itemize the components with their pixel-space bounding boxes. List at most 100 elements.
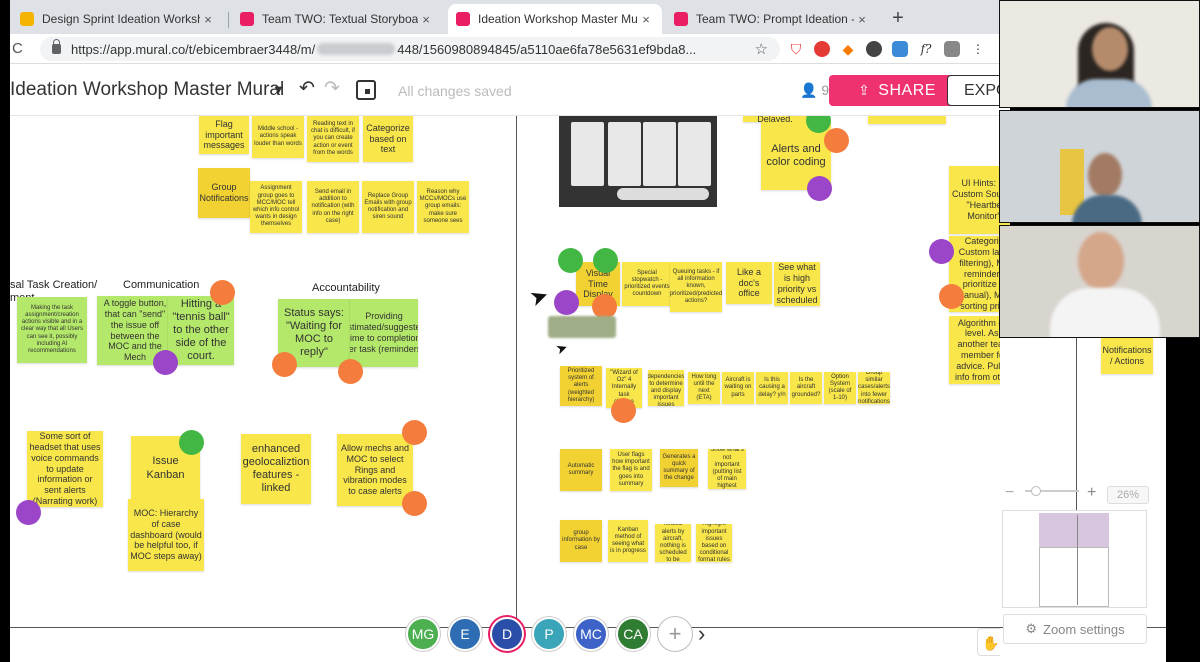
sticky-note[interactable]: MOC: Hierarchy of case dashboard (would … — [128, 499, 204, 571]
vote-dot[interactable] — [272, 352, 297, 377]
share-button[interactable]: ⇪ SHARE — [829, 75, 965, 106]
zoom-slider-handle[interactable] — [1031, 486, 1041, 496]
sticky-note[interactable]: Assignment group goes to MCC/MOC tell wh… — [250, 181, 302, 233]
circle-extension-icon[interactable] — [866, 41, 882, 57]
sticky-note[interactable] — [868, 116, 946, 124]
sticky-note[interactable]: Some sort of headset that uses voice com… — [27, 431, 103, 507]
sticky-note[interactable]: Automatic summary — [560, 449, 602, 491]
member-count[interactable]: 👤 9 — [800, 82, 829, 99]
new-tab-button[interactable]: + — [892, 7, 904, 29]
bookmark-star-icon[interactable]: ☆ — [754, 41, 768, 58]
vote-dot[interactable] — [402, 420, 427, 445]
sticky-note[interactable]: Option System (scale of 1-10) — [824, 372, 856, 404]
undo-icon[interactable]: ↶ — [299, 78, 315, 99]
chevron-right-icon[interactable]: › — [698, 621, 706, 646]
sticky-note[interactable]: Making the task assignment/creation acti… — [17, 297, 87, 363]
shield-extension-icon[interactable]: ⛉ — [790, 41, 802, 57]
avatar[interactable]: D — [490, 617, 524, 651]
sticky-note[interactable]: Queuing tasks - if all information known… — [670, 262, 722, 312]
avatar[interactable]: P — [532, 617, 566, 651]
zoom-level[interactable]: 26% — [1107, 486, 1149, 504]
sticky-note[interactable]: Highlight important issues based on cond… — [696, 524, 732, 562]
sticky-note[interactable]: Notifications / Actions — [1101, 338, 1153, 374]
tab-design-sprint[interactable]: Design Sprint Ideation Worksh × — [12, 4, 224, 34]
sticky-note[interactable]: Delayed. — [743, 116, 807, 122]
board-title[interactable]: Ideation Workshop Master Mural — [10, 79, 285, 100]
video-tile[interactable] — [999, 225, 1200, 338]
close-icon[interactable]: × — [858, 11, 866, 27]
vote-dot[interactable] — [338, 359, 363, 384]
sticky-note[interactable]: Is this causing a delay? y/n — [756, 372, 788, 404]
zoom-in-button[interactable]: + — [1087, 484, 1097, 501]
sticky-note[interactable]: Recommend Algorithm diff level. Ask anot… — [949, 316, 1010, 384]
sticky-note[interactable]: Replace Group Emails with group notifica… — [362, 181, 414, 233]
sticky-note[interactable]: Generates a quick summary of the change — [660, 449, 698, 487]
sticky-note[interactable]: Like a doc's office — [726, 262, 772, 304]
vote-dot[interactable] — [153, 350, 178, 375]
close-icon[interactable]: × — [204, 11, 212, 27]
vote-dot[interactable] — [929, 239, 954, 264]
vote-dot[interactable] — [16, 500, 41, 525]
sticky-note[interactable]: Kanban method of seeing what is in progr… — [608, 520, 648, 562]
video-tile[interactable] — [999, 110, 1200, 223]
sticky-note[interactable]: Show what's not important (putting list … — [708, 449, 746, 489]
vote-dot[interactable] — [210, 280, 235, 305]
tab-ideation-workshop[interactable]: Ideation Workshop Master Mu × — [448, 4, 662, 34]
board-photo[interactable] — [559, 116, 717, 207]
sticky-note[interactable]: Reading text in chat is difficult, if yo… — [307, 116, 359, 162]
outline-icon[interactable] — [356, 80, 376, 100]
zoom-slider[interactable] — [1025, 490, 1079, 492]
video-tile[interactable] — [999, 0, 1200, 108]
sticky-note[interactable]: See what is high priority vs scheduled — [774, 262, 820, 306]
chevron-down-icon[interactable]: ▼ — [272, 82, 285, 97]
sticky-note[interactable]: Providing estimated/suggested time to co… — [350, 299, 418, 367]
sticky-note[interactable]: Flag important messages — [199, 116, 249, 154]
menu-dots-icon[interactable]: ⋮ — [972, 42, 984, 56]
sticky-note[interactable]: Aircraft is waiting on parts — [722, 372, 754, 404]
sticky-note[interactable]: Hitting a "tennis ball" to the other sid… — [168, 296, 234, 365]
vote-dot[interactable] — [806, 116, 831, 133]
sticky-note[interactable]: Categorize based on text — [363, 116, 413, 162]
sticky-note[interactable]: group information by case — [560, 520, 602, 562]
sticky-note[interactable]: Allow mechs and MOC to select Rings and … — [337, 434, 413, 506]
avatar[interactable]: E — [448, 617, 482, 651]
sticky-note[interactable]: Group similar cases/alerts into fewer no… — [858, 372, 890, 404]
avatar[interactable]: CA — [616, 617, 650, 651]
window-extension-icon[interactable] — [892, 41, 908, 57]
vote-dot[interactable] — [824, 128, 849, 153]
sticky-note[interactable]: Group related alerts by aircraft, nothin… — [655, 524, 691, 562]
sticky-note[interactable]: Track issue dependencies to determine an… — [648, 370, 684, 406]
sticky-note[interactable]: Send email in addition to notification (… — [307, 181, 359, 233]
avatar[interactable]: MG — [406, 617, 440, 651]
sticky-note[interactable]: Reason why MCCs/MOCs use group emails: m… — [417, 181, 469, 233]
tab-prompt-ideation[interactable]: Team TWO: Prompt Ideation - × — [666, 4, 878, 34]
vote-dot[interactable] — [592, 294, 617, 319]
fox-extension-icon[interactable]: ◆ — [842, 41, 854, 57]
opera-extension-icon[interactable] — [814, 41, 830, 57]
vote-dot[interactable] — [593, 248, 618, 273]
sticky-note[interactable]: Group Notifications — [198, 168, 250, 218]
sticky-note[interactable]: enhanced geolocaliztion features - linke… — [241, 434, 311, 504]
vote-dot[interactable] — [558, 248, 583, 273]
grid-extension-icon[interactable] — [944, 41, 960, 57]
vote-dot[interactable] — [402, 491, 427, 516]
blurred-label[interactable] — [548, 316, 616, 338]
minimap-viewport[interactable] — [1039, 547, 1109, 607]
sticky-note[interactable]: Middle school - actions speak louder tha… — [252, 116, 304, 158]
redo-icon[interactable]: ↷ — [324, 78, 340, 99]
zoom-out-button[interactable]: − — [1005, 484, 1015, 501]
tab-textual-storyboard[interactable]: Team TWO: Textual Storyboar × — [232, 4, 442, 34]
url-field[interactable]: https://app.mural.co/t/ebicembraer3448/m… — [40, 37, 780, 61]
add-participant-button[interactable]: + — [658, 617, 692, 651]
sticky-note[interactable]: User flags how important the flag is and… — [610, 449, 652, 491]
close-icon[interactable]: × — [422, 11, 430, 27]
sticky-note[interactable]: Prioritized system of alerts (weighted h… — [560, 366, 602, 406]
sticky-note[interactable]: Special stopwatch - prioritized events c… — [622, 262, 672, 306]
avatar[interactable]: MC — [574, 617, 608, 651]
zoom-settings-button[interactable]: ⚙ Zoom settings — [1003, 614, 1147, 644]
sticky-note[interactable]: "Wizard of Oz" 4 Internally task change — [606, 368, 642, 408]
vote-dot[interactable] — [939, 284, 964, 309]
vote-dot[interactable] — [179, 430, 204, 455]
formula-extension-icon[interactable]: f? — [920, 42, 932, 56]
vote-dot[interactable] — [554, 290, 579, 315]
